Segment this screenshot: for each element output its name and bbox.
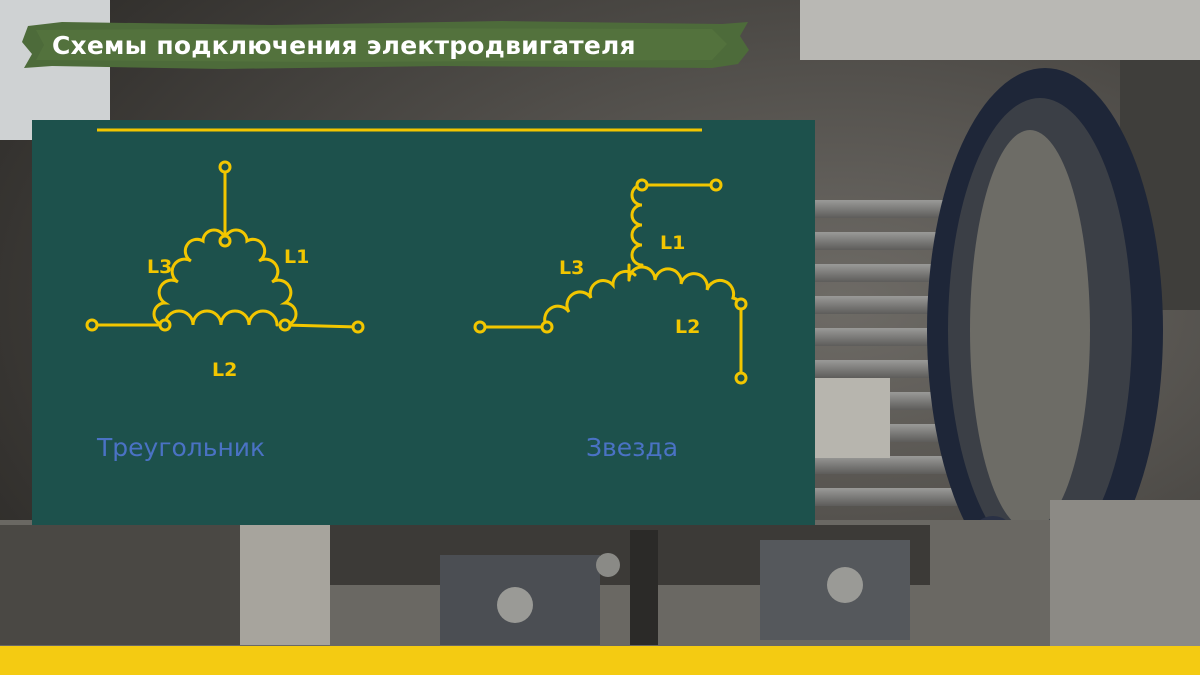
star-coil-l3	[543, 269, 637, 329]
star-node-top	[635, 178, 649, 192]
triangle-node-left	[158, 318, 172, 332]
triangle-diagram	[90, 165, 360, 329]
triangle-terminal-top	[218, 160, 232, 174]
triangle-node-top	[218, 234, 232, 248]
star-label-l1: L1	[660, 232, 685, 254]
star-terminal-left	[473, 320, 487, 334]
star-terminals	[473, 178, 748, 385]
triangle-coil-l1	[223, 228, 298, 327]
triangle-node-right	[278, 318, 292, 332]
star-terminal-top	[709, 178, 723, 192]
star-label-l3: L3	[559, 257, 584, 279]
triangle-label-l3: L3	[147, 256, 172, 278]
triangle-terminal-left	[85, 318, 99, 332]
bottom-accent-bar	[0, 646, 1200, 675]
star-caption: Звезда	[586, 433, 679, 462]
star-coil-l2	[627, 265, 743, 308]
star-coil-l1	[630, 183, 644, 267]
triangle-label-l1: L1	[284, 246, 309, 268]
triangle-coil-l3	[152, 228, 227, 327]
page-title: Схемы подключения электродвигателя	[52, 31, 636, 60]
star-diagram	[478, 183, 743, 378]
triangle-caption: Треугольник	[97, 433, 266, 462]
triangle-terminals	[85, 160, 365, 334]
triangle-label-l2: L2	[212, 359, 237, 381]
star-terminal-right	[734, 371, 748, 385]
title-banner	[22, 21, 749, 69]
triangle-terminal-right	[351, 320, 365, 334]
wiring-diagram-panel: L3 L1 L2 L1 L3 L2 Треугольник	[32, 120, 815, 525]
triangle-coil-l2	[163, 309, 279, 327]
wiring-diagrams: L3 L1 L2 L1 L3 L2	[85, 128, 748, 385]
triangle-right-lead	[283, 323, 360, 329]
star-node-right	[734, 297, 748, 311]
star-label-l2: L2	[675, 316, 700, 338]
star-node-left	[540, 320, 554, 334]
